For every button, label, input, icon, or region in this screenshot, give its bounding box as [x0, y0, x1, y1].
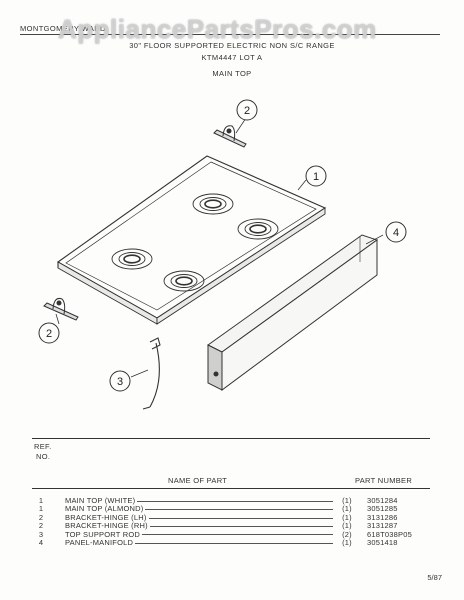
leader-line — [137, 500, 333, 502]
name-header: NAME OF PART — [168, 476, 228, 485]
part-name: TOP SUPPORT ROD — [65, 529, 140, 539]
qty-cell: (1) — [342, 538, 352, 548]
callout-4: 4 — [385, 221, 407, 243]
qty-cell: (1) — [342, 512, 352, 522]
revision-date: 5/87 — [427, 573, 442, 582]
callout-leaders — [55, 117, 384, 378]
part-number-cell: 3051285 — [367, 504, 398, 514]
parts-table-header-rule — [32, 488, 430, 489]
part-number-cell: 3051418 — [367, 538, 398, 548]
svg-text:3: 3 — [117, 376, 123, 388]
callout-2-top: 2 — [236, 99, 258, 121]
bracket-hinge-lh-drawing — [43, 298, 79, 321]
panel-manifold-drawing — [207, 234, 379, 391]
ref-cell: 3 — [38, 529, 44, 539]
qty-cell: (1) — [342, 504, 352, 514]
header-rule — [20, 34, 440, 35]
part-number-header: PART NUMBER — [355, 476, 413, 485]
bracket-hinge-rh-drawing — [213, 125, 247, 148]
table-row: 2 BRACKET-HINGE (RH) (1) 3131287 — [32, 521, 424, 531]
svg-text:4: 4 — [393, 227, 399, 239]
part-name: BRACKET-HINGE (RH) — [65, 521, 148, 531]
main-top-drawing — [56, 155, 327, 325]
part-number-cell: 3131287 — [367, 521, 398, 531]
model-number: KTM4447 LOT A — [201, 53, 263, 62]
svg-text:1: 1 — [313, 171, 319, 183]
ref-cell: 1 — [38, 504, 44, 514]
watermark: AppliancePartsPros.com — [58, 14, 377, 44]
table-row: 1 MAIN TOP (ALMOND) (1) 3051285 — [32, 504, 424, 514]
part-number-cell: 3051284 — [367, 496, 398, 505]
table-row: 2 BRACKET-HINGE (LH) (1) 3131286 — [32, 512, 424, 522]
table-row: 3 TOP SUPPORT ROD (2) 618T038P05 — [32, 529, 424, 539]
part-name: PANEL-MANIFOLD — [65, 538, 134, 548]
qty-cell: (1) — [342, 496, 352, 505]
callout-1: 1 — [305, 165, 327, 187]
ref-header-no: NO. — [36, 452, 51, 461]
section-title: MAIN TOP — [212, 69, 252, 78]
qty-cell: (1) — [342, 521, 352, 531]
ref-cell: 2 — [38, 521, 44, 531]
top-support-rod-drawing — [142, 337, 161, 410]
diagram-title: 30" FLOOR SUPPORTED ELECTRIC NON S/C RAN… — [129, 41, 335, 50]
ref-cell: 2 — [38, 512, 44, 522]
table-row: 1 MAIN TOP (WHITE) (1) 3051284 — [32, 496, 424, 505]
parts-table: 1 MAIN TOP (WHITE) (1) 3051284 1 MAIN TO… — [32, 496, 424, 548]
svg-text:2: 2 — [46, 328, 52, 340]
leader-line — [149, 525, 333, 527]
callout-3: 3 — [109, 370, 131, 392]
ref-cell: 4 — [38, 538, 44, 548]
part-name: MAIN TOP (WHITE) — [65, 496, 136, 505]
svg-text:2: 2 — [244, 105, 250, 117]
leader-line — [148, 517, 333, 519]
part-number-cell: 618T038P05 — [367, 529, 412, 539]
burner-openings — [111, 193, 279, 292]
part-name: BRACKET-HINGE (LH) — [65, 512, 147, 522]
leader-line — [141, 534, 333, 536]
ref-cell: 1 — [38, 496, 44, 505]
table-row: 4 PANEL-MANIFOLD (1) 3051418 — [32, 538, 424, 548]
exploded-parts-diagram: 1 2 2 3 4 — [38, 99, 407, 410]
part-number-cell: 3131286 — [367, 512, 398, 522]
brand-label: MONTGOMERY WARD — [20, 24, 106, 33]
ref-header: REF. — [34, 442, 52, 451]
part-name: MAIN TOP (ALMOND) — [65, 504, 144, 514]
callout-2-bottom: 2 — [38, 322, 60, 344]
leader-line — [145, 509, 333, 511]
leader-line — [135, 542, 333, 544]
parts-table-top-rule — [32, 438, 430, 439]
qty-cell: (2) — [342, 529, 352, 539]
